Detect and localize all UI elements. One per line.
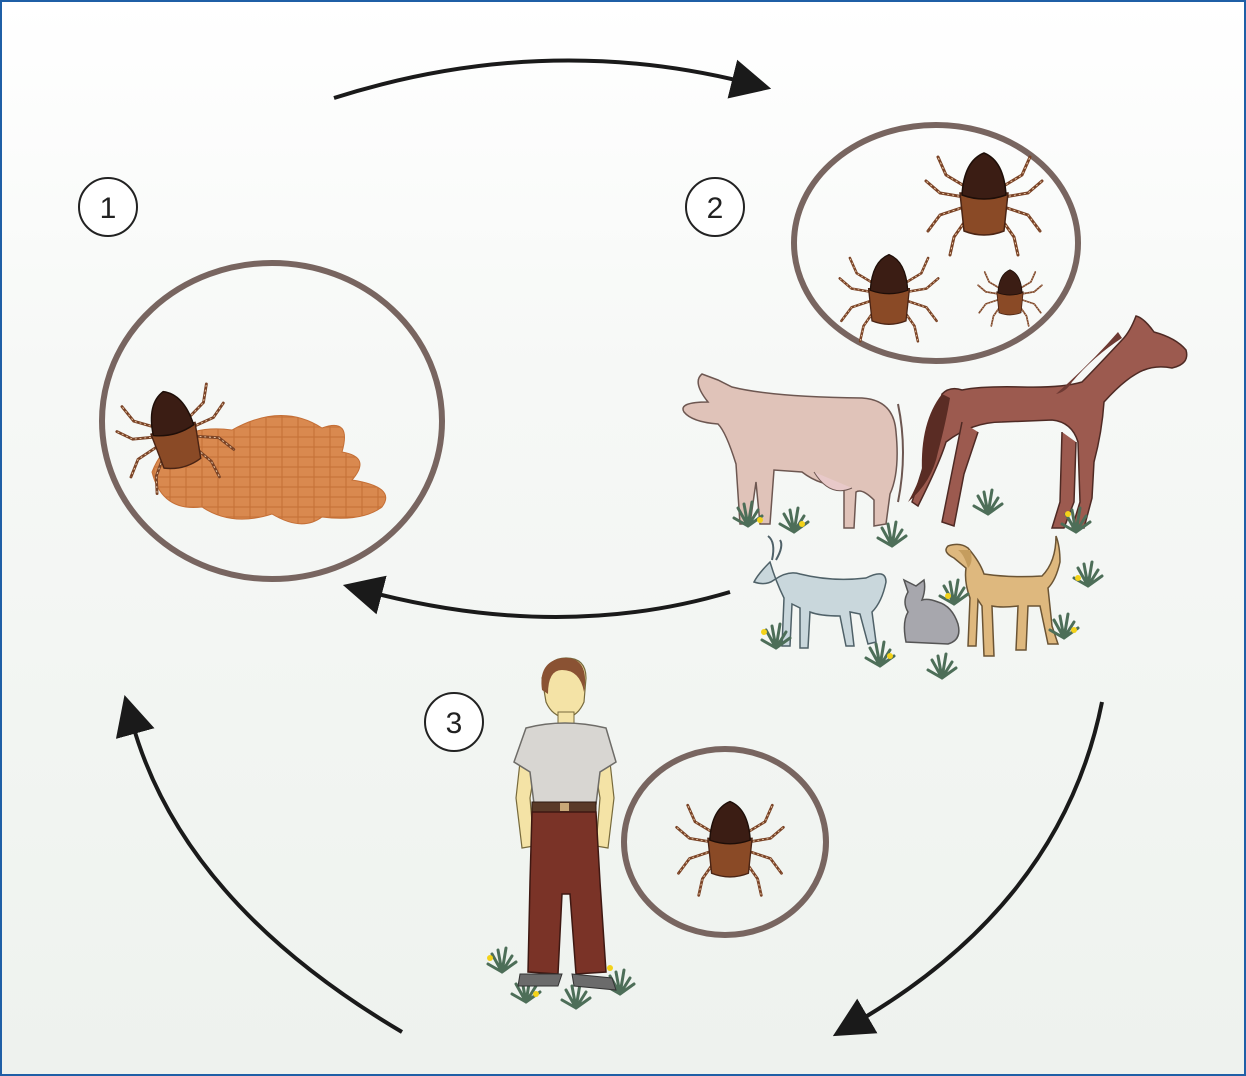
tick-icon xyxy=(926,153,1042,255)
stage-3-circle xyxy=(624,749,826,935)
horse-icon xyxy=(908,316,1187,528)
step-3-number: 3 xyxy=(446,707,463,740)
step-3-badge: 3 xyxy=(425,693,483,751)
human-icon xyxy=(514,658,616,990)
stage-1-circle xyxy=(102,263,442,579)
step-1-badge: 1 xyxy=(79,178,137,236)
tick-icon xyxy=(978,270,1042,326)
step-1-number: 1 xyxy=(100,192,117,225)
cow-icon xyxy=(683,374,903,528)
stage-2-circle xyxy=(794,125,1078,361)
tick-icon xyxy=(677,802,784,896)
step-2-badge: 2 xyxy=(686,178,744,236)
tick-icon xyxy=(840,255,939,342)
step-2-number: 2 xyxy=(707,192,724,225)
